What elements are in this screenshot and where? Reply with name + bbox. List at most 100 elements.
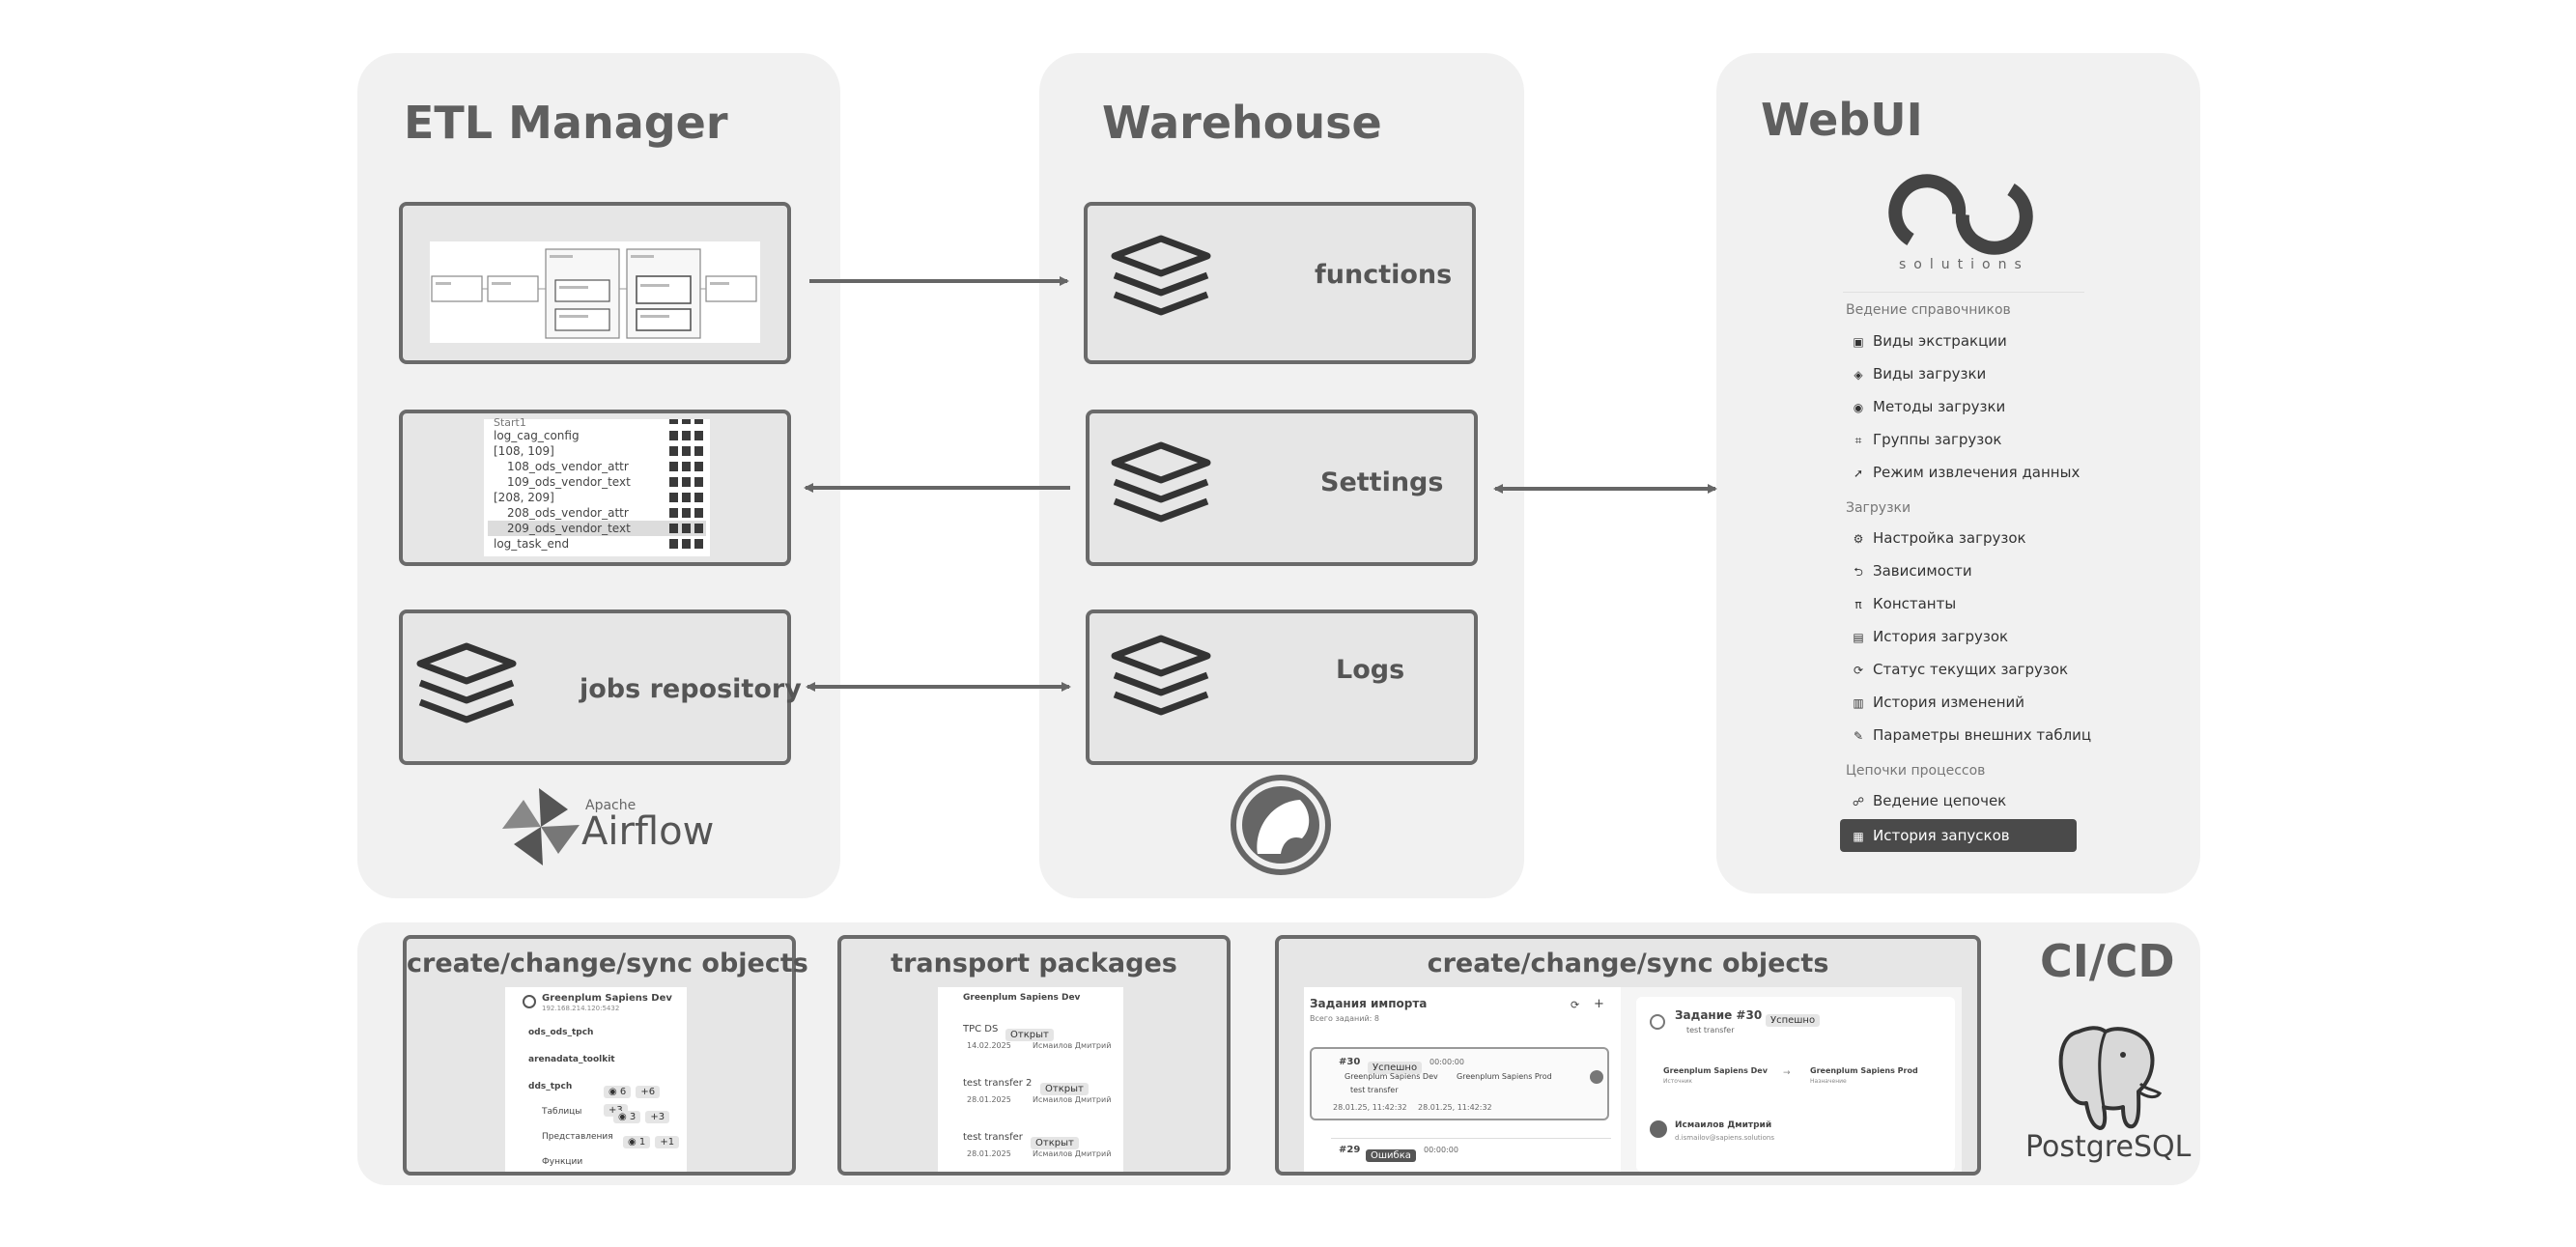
tree-row[interactable]: Функции (542, 1157, 583, 1167)
job-detail-email: d.ismailov@sapiens.solutions (1675, 1134, 1774, 1142)
arrow-right-icon: → (1783, 1068, 1791, 1078)
webui-title: WebUI (1761, 94, 1923, 146)
job-to: Greenplum Sapiens Prod (1457, 1072, 1552, 1081)
layers-icon (1111, 441, 1211, 523)
refresh-icon[interactable]: ⟳ (1571, 999, 1580, 1011)
package-user: Исмаилов Дмитрий (1033, 1041, 1112, 1050)
sapiens-logo-icon (1888, 174, 2033, 255)
arrow-icon: ➚ (1853, 467, 1864, 480)
tree-row[interactable]: Представления (542, 1132, 613, 1142)
diamond-icon: ◈ (1854, 368, 1863, 382)
job-time: 00:00:00 (1430, 1058, 1464, 1066)
nav-item-load-history[interactable]: ▤История загрузок (1852, 624, 2008, 649)
jobs-list-subtitle: Всего заданий: 8 (1310, 1014, 1379, 1023)
package-status: Открыт (1005, 1023, 1054, 1041)
job-time: 00:00:00 (1424, 1146, 1458, 1154)
job-detail-source-label: Источник (1663, 1078, 1692, 1085)
job-card[interactable]: #29 Ошибка 00:00:00 (1331, 1138, 1611, 1177)
package-name[interactable]: TPC DS (963, 1024, 999, 1034)
nav-item-load-methods[interactable]: ◉Методы загрузки (1852, 394, 2006, 419)
nav-item-run-history[interactable]: ▦История запусков (1840, 819, 2077, 852)
functions-box: functions (1084, 202, 1476, 364)
airflow-logo-text: Airflow (581, 809, 715, 854)
tree-row[interactable]: ods_ods_tpch (528, 1028, 594, 1037)
job-detail-source: Greenplum Sapiens Dev (1663, 1066, 1768, 1075)
layers-icon (1111, 635, 1211, 716)
job-detail-panel: Задание #30 Успешно test transfer Greenp… (1636, 997, 1955, 1172)
job-detail-status: Успешно (1766, 1008, 1821, 1027)
jobs-repository-box: jobs repository (399, 609, 802, 765)
nav-item-change-history[interactable]: ▥История изменений (1852, 690, 2024, 715)
cicd-sync-objects-box-1: create/change/sync objects Greenplum Sap… (403, 935, 808, 1176)
job-detail-icon (1650, 1014, 1665, 1030)
job-detail-name: test transfer (1686, 1026, 1735, 1034)
job-status: Ошибка (1366, 1144, 1416, 1162)
cicd-title: CI/CD (2040, 935, 2175, 987)
chain-icon: ☍ (1852, 795, 1865, 808)
nav-item-external-table-params[interactable]: ✎Параметры внешних таблиц (1852, 723, 2091, 748)
job-started: 28.01.25, 11:42:32 (1333, 1103, 1407, 1112)
tree-row[interactable]: dds_tpch (528, 1082, 573, 1091)
nav-item-load-types[interactable]: ◈Виды загрузки (1852, 361, 1986, 386)
refresh-icon: ⟳ (1853, 664, 1864, 677)
gear-icon: ⚙ (1853, 532, 1864, 546)
add-icon[interactable]: + (1594, 997, 1604, 1011)
cicd-box-title: create/change/sync objects (407, 949, 808, 978)
package-date: 14.02.2025 (967, 1041, 1011, 1050)
job-id: #29 (1339, 1145, 1361, 1155)
nav-item-chain-management[interactable]: ☍Ведение цепочек (1852, 788, 2006, 813)
nav-item-current-load-status[interactable]: ⟳Статус текущих загрузок (1852, 657, 2068, 682)
task-list-box: Start1 log_cag_config [108, 109] 108_ods… (399, 410, 791, 566)
package-date: 28.01.2025 (967, 1149, 1011, 1158)
pi-icon: π (1854, 598, 1862, 611)
package-user: Исмаилов Дмитрий (1033, 1095, 1112, 1104)
pencil-icon: ✎ (1853, 729, 1864, 743)
job-detail-title: Задание #30 (1675, 1008, 1763, 1022)
tree-header-sub: 192.168.214.120:5432 (542, 1005, 620, 1012)
tree-header: Greenplum Sapiens Dev (542, 993, 672, 1004)
task-row: log_task_end (494, 537, 570, 551)
package-user: Исмаилов Дмитрий (1033, 1149, 1112, 1158)
task-row: Start1 (494, 416, 526, 429)
job-name: test transfer (1350, 1086, 1399, 1094)
settings-box: Settings (1086, 410, 1478, 566)
postgresql-logo-text: PostgreSQL (2025, 1130, 2192, 1164)
job-status: Успешно (1368, 1056, 1423, 1074)
job-detail-target-label: Назначение (1810, 1078, 1847, 1085)
nav-item-extraction-mode[interactable]: ➚Режим извлечения данных (1852, 460, 2080, 485)
webui-divider (1843, 292, 2084, 293)
nav-item-extraction-types[interactable]: ▣Виды экстракции (1852, 328, 2006, 354)
package-name[interactable]: test transfer 2 (963, 1078, 1033, 1089)
import-jobs-image: Задания импорта Всего заданий: 8 ⟳ + #30… (1304, 987, 1962, 1172)
job-detail-target: Greenplum Sapiens Prod (1810, 1066, 1918, 1075)
tree-counters: ◉ 6 +6 +3 (604, 1080, 687, 1117)
group-icon: ⌗ (1854, 434, 1862, 447)
nav-section-heading: Цепочки процессов (1846, 763, 1986, 779)
layers-icon (416, 642, 517, 723)
nav-item-dependencies[interactable]: ⮌Зависимости (1852, 558, 1971, 583)
package-name[interactable]: test transfer (963, 1132, 1023, 1143)
packages-header: Greenplum Sapiens Dev (963, 993, 1081, 1003)
avatar (1590, 1070, 1603, 1084)
task-list-image: Start1 log_cag_config [108, 109] 108_ods… (484, 416, 710, 556)
tree-row[interactable]: arenadata_toolkit (528, 1055, 615, 1064)
object-tree-image: Greenplum Sapiens Dev 192.168.214.120:54… (505, 987, 687, 1172)
nav-item-load-settings[interactable]: ⚙Настройка загрузок (1852, 525, 2026, 551)
task-row-highlight (488, 521, 706, 536)
history-icon: ▤ (1853, 631, 1864, 644)
table-icon: ▣ (1853, 335, 1864, 349)
package-status: Открыт (1031, 1131, 1079, 1149)
tree-row[interactable]: Таблицы (542, 1107, 582, 1117)
job-detail-user: Исмаилов Дмитрий (1675, 1120, 1772, 1130)
job-card-selected[interactable]: #30 Успешно 00:00:00 Greenplum Sapiens D… (1310, 1047, 1609, 1120)
etl-manager-title: ETL Manager (404, 97, 728, 149)
task-row: 209_ods_vendor_text (507, 522, 631, 535)
functions-label: functions (1315, 260, 1453, 290)
document-icon: ▥ (1853, 696, 1864, 710)
jobs-list-panel: Задания импорта Всего заданий: 8 ⟳ + #30… (1304, 987, 1621, 1172)
logs-label: Logs (1336, 655, 1405, 685)
nav-item-load-groups[interactable]: ⌗Группы загрузок (1852, 427, 2002, 452)
cicd-box-title: create/change/sync objects (1427, 949, 1829, 978)
